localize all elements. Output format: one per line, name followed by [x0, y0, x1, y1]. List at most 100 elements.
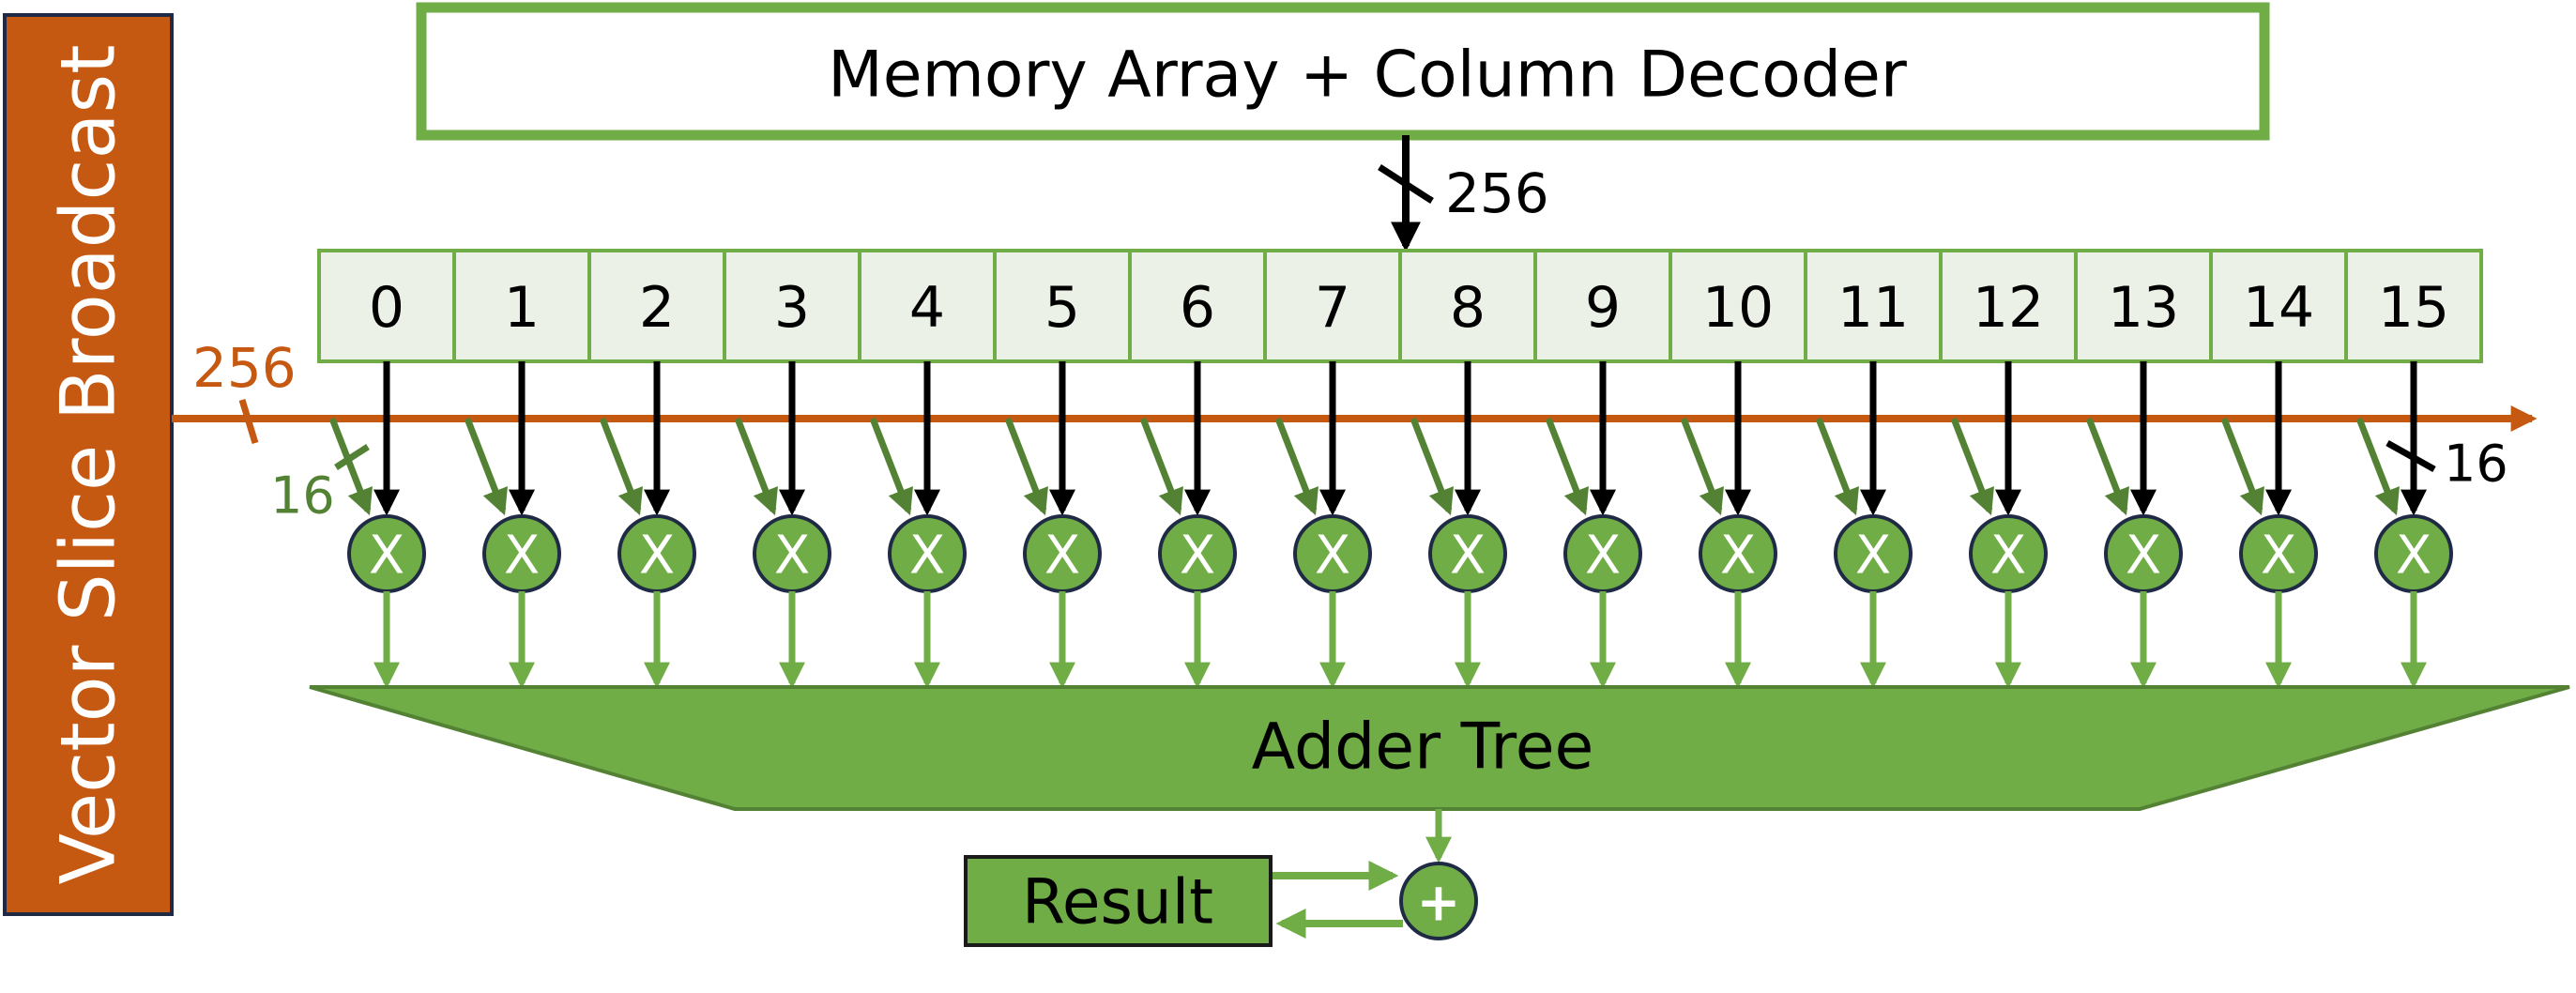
broadcast-bus: 256: [172, 336, 2538, 445]
vector-arrow: [1545, 417, 1589, 516]
register-index: 13: [2108, 275, 2179, 341]
multiplier-symbol: X: [1855, 526, 1891, 587]
multiplier-symbol: X: [774, 526, 810, 587]
register-cell: 1: [452, 249, 591, 363]
multiplier-symbol: X: [1450, 526, 1486, 587]
register-cell: 15: [2344, 249, 2483, 363]
memory-bus-width: 256: [1445, 161, 1549, 225]
vector-arrow: [2085, 417, 2129, 516]
multiplier-symbol: X: [2261, 526, 2296, 587]
multiplier-symbol: X: [639, 526, 675, 587]
lane: X: [599, 361, 696, 689]
vector-arrow: [1410, 417, 1454, 516]
register-cell: 14: [2209, 249, 2348, 363]
register-box: [1939, 249, 2078, 363]
lane: X: [2220, 361, 2318, 689]
register-box: [723, 249, 861, 363]
register-box: [858, 249, 997, 363]
register-cell: 2: [587, 249, 726, 363]
register-cell: 13: [2074, 249, 2213, 363]
multiplier-symbol: X: [2396, 526, 2431, 587]
vector-arrow: [1680, 417, 1724, 516]
multiplier-symbol: X: [1585, 526, 1621, 587]
register-index: 4: [909, 275, 945, 341]
memory-array-block: Memory Array + Column Decoder: [416, 2, 2270, 141]
register-index: 2: [639, 275, 675, 341]
lane: X: [869, 361, 967, 689]
lane: X: [1004, 361, 1102, 689]
multiplier-symbol: X: [1720, 526, 1756, 587]
lane: X: [734, 361, 831, 689]
accumulator: +: [1272, 809, 1478, 940]
register-cell: 9: [1533, 249, 1672, 363]
multiplier-symbol: X: [1044, 526, 1080, 587]
register-box: [452, 249, 591, 363]
register-cell: 11: [1804, 249, 1943, 363]
weight-slice-width: 16: [2444, 435, 2508, 494]
vector-arrow: [464, 417, 508, 516]
vector-arrow: [1139, 417, 1183, 516]
register-box: [2209, 249, 2348, 363]
register-box: [1398, 249, 1537, 363]
multiplier-symbol: X: [909, 526, 945, 587]
register-index: 0: [369, 275, 404, 341]
register-index: 15: [2378, 275, 2449, 341]
register-index: 6: [1180, 275, 1215, 341]
register-index: 5: [1044, 275, 1080, 341]
register-cell: 4: [858, 249, 997, 363]
multiplier-symbol: X: [1990, 526, 2026, 587]
broadcast-bus-width: 256: [192, 336, 297, 400]
lane: X: [1680, 361, 1777, 689]
lane: X: [464, 361, 561, 689]
result-register: Result: [964, 855, 1273, 947]
multiplier-symbol: X: [369, 526, 404, 587]
multiplier-symbol: X: [1315, 526, 1350, 587]
vector-arrow: [1950, 417, 1994, 516]
lane: X: [1815, 361, 1913, 689]
vector-arrow: [2355, 417, 2400, 516]
accumulator-symbol: +: [1417, 873, 1461, 934]
register-cell: 3: [723, 249, 861, 363]
vector-arrow: [734, 417, 778, 516]
register-index: 1: [504, 275, 540, 341]
register-box: [2344, 249, 2483, 363]
register-index: 12: [1973, 275, 2044, 341]
vector-arrow: [869, 417, 913, 516]
register-cell: 7: [1263, 249, 1402, 363]
vector-arrow: [1004, 417, 1048, 516]
lane: X: [2085, 361, 2183, 689]
sidebar-label: Vector Slice Broadcast: [45, 44, 132, 884]
lane: X: [1274, 361, 1372, 689]
vector-arrow: [2220, 417, 2264, 516]
register-cell: 8: [1398, 249, 1537, 363]
register-index: 9: [1585, 275, 1621, 341]
vector-arrow: [1274, 417, 1318, 516]
lane: X: [2355, 361, 2453, 689]
multiplier-symbol: X: [2126, 526, 2161, 587]
vector-arrow: [328, 417, 373, 516]
register-index: 11: [1837, 275, 1909, 341]
register-box: [1804, 249, 1943, 363]
adder-tree: Adder Tree: [309, 685, 2570, 811]
bus-width-labels: 16 16: [270, 435, 2508, 526]
multiplier-symbol: X: [1180, 526, 1215, 587]
vector-slice-broadcast-bar: Vector Slice Broadcast: [3, 13, 174, 916]
register-index: 3: [774, 275, 810, 341]
multiplier-symbol: X: [504, 526, 540, 587]
register-index: 8: [1450, 275, 1486, 341]
lane: X: [1139, 361, 1237, 689]
lane: X: [1410, 361, 1507, 689]
register-cell: 10: [1669, 249, 1807, 363]
adder-tree-label: Adder Tree: [1252, 710, 1594, 785]
register-box: [317, 249, 456, 363]
vector-arrow: [1815, 417, 1859, 516]
lane: X: [1950, 361, 2048, 689]
memory-bus: 256: [1378, 135, 1549, 252]
register-index: 7: [1315, 275, 1350, 341]
register-cell: 0: [317, 249, 456, 363]
register-index: 10: [1702, 275, 1774, 341]
register-cell: 6: [1128, 249, 1267, 363]
result-label: Result: [1022, 866, 1213, 939]
